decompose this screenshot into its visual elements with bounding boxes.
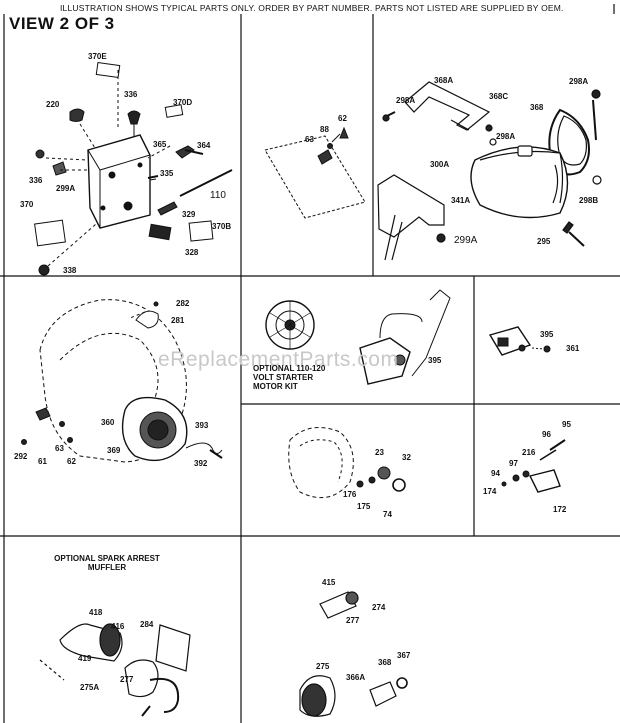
part-label[interactable]: 364 xyxy=(197,141,211,150)
control-box-drawing xyxy=(34,61,233,276)
muffler-caption: OPTIONAL SPARK ARREST MUFFLER xyxy=(52,554,162,572)
part-label[interactable]: 370E xyxy=(88,52,107,61)
part-label[interactable]: 23 xyxy=(375,448,384,457)
caption-line: MUFFLER xyxy=(87,563,127,572)
part-label[interactable]: 370 xyxy=(20,200,34,209)
part-label[interactable]: 94 xyxy=(491,469,500,478)
part-label[interactable]: 298B xyxy=(579,196,599,205)
part-label[interactable]: 61 xyxy=(38,457,47,466)
caption-line: MOTOR KIT xyxy=(253,382,298,391)
part-label[interactable]: 275 xyxy=(316,662,330,671)
part-label[interactable]: 274 xyxy=(372,603,386,612)
starter-kit-caption: OPTIONAL 110-120 VOLT STARTER MOTOR KIT xyxy=(253,364,325,391)
part-label[interactable]: 365 xyxy=(153,140,167,149)
part-label[interactable]: 341A xyxy=(451,196,471,205)
part-label[interactable]: 360 xyxy=(101,418,115,427)
part-label[interactable]: 336 xyxy=(29,176,43,185)
view-title: VIEW 2 OF 3 xyxy=(9,14,115,33)
part-label[interactable]: 369 xyxy=(107,446,121,455)
caption-line: VOLT STARTER xyxy=(253,373,314,382)
part-label[interactable]: 275A xyxy=(80,683,100,692)
part-label[interactable]: 88 xyxy=(320,125,329,134)
part-label[interactable]: 370B xyxy=(212,222,232,231)
part-label[interactable]: 368C xyxy=(489,92,509,101)
part-label[interactable]: 368A xyxy=(434,76,454,85)
part-label[interactable]: 281 xyxy=(171,316,185,325)
exhaust-drawing xyxy=(299,591,408,717)
part-label[interactable]: 415 xyxy=(322,578,336,587)
part-label[interactable]: 96 xyxy=(542,430,551,439)
muffler-drawing xyxy=(39,623,191,717)
switch-drawing xyxy=(488,326,551,356)
part-label[interactable]: 416 xyxy=(111,622,125,631)
header-note: ILLUSTRATION SHOWS TYPICAL PARTS ONLY. O… xyxy=(60,3,564,13)
part-label[interactable]: 335 xyxy=(160,169,174,178)
part-label[interactable]: 277 xyxy=(346,616,360,625)
part-label[interactable]: 299A xyxy=(56,184,76,193)
part-label[interactable]: 282 xyxy=(176,299,190,308)
part-label[interactable]: 97 xyxy=(509,459,518,468)
part-label[interactable]: 95 xyxy=(562,420,571,429)
part-label[interactable]: 370D xyxy=(173,98,193,107)
part-label[interactable]: 74 xyxy=(383,510,392,519)
part-label[interactable]: 277 xyxy=(120,675,134,684)
part-label[interactable]: 174 xyxy=(483,487,497,496)
starter-kit-drawing xyxy=(265,289,451,385)
flywheel-parts-drawing xyxy=(288,427,406,499)
fuel-tank-drawing xyxy=(377,81,602,261)
part-label[interactable]: 393 xyxy=(195,421,209,430)
part-label[interactable]: 361 xyxy=(566,344,580,353)
part-label[interactable]: 329 xyxy=(182,210,196,219)
part-label[interactable]: 328 xyxy=(185,248,199,257)
part-label[interactable]: 220 xyxy=(46,100,60,109)
part-label[interactable]: 62 xyxy=(338,114,347,123)
part-label[interactable]: 63 xyxy=(305,135,314,144)
part-label[interactable]: 292 xyxy=(14,452,28,461)
caption-line: OPTIONAL 110-120 xyxy=(253,364,326,373)
part-label[interactable]: 298A xyxy=(496,132,516,141)
part-label[interactable]: 338 xyxy=(63,266,77,275)
linkage-drawing xyxy=(501,439,566,493)
part-label[interactable]: 367 xyxy=(397,651,411,660)
panel-grid-lines xyxy=(0,4,620,723)
part-label[interactable]: 392 xyxy=(194,459,208,468)
part-label[interactable]: 366A xyxy=(346,673,366,682)
part-label[interactable]: 176 xyxy=(343,490,357,499)
part-label[interactable]: 172 xyxy=(553,505,567,514)
watermark: eReplacementParts.com xyxy=(158,348,399,371)
part-label[interactable]: 216 xyxy=(522,448,536,457)
caption-line: OPTIONAL SPARK ARREST xyxy=(54,554,160,563)
part-label[interactable]: 32 xyxy=(402,453,411,462)
part-label[interactable]: 62 xyxy=(67,457,76,466)
part-label[interactable]: 63 xyxy=(55,444,64,453)
part-label[interactable]: 284 xyxy=(140,620,154,629)
part-label[interactable]: 368 xyxy=(378,658,392,667)
part-label[interactable]: 395 xyxy=(540,330,554,339)
part-label[interactable]: 295 xyxy=(537,237,551,246)
part-label[interactable]: 368 xyxy=(530,103,544,112)
part-label[interactable]: 395 xyxy=(428,356,442,365)
part-label[interactable]: 336 xyxy=(124,90,138,99)
bracket-drawing xyxy=(264,126,366,219)
part-label[interactable]: 298A xyxy=(396,96,416,105)
part-label[interactable]: 418 xyxy=(89,608,103,617)
part-label[interactable]: 419 xyxy=(78,654,92,663)
part-label[interactable]: 300A xyxy=(430,160,450,169)
blower-housing-drawing xyxy=(21,299,223,463)
part-label[interactable]: 110 xyxy=(210,190,226,201)
part-label[interactable]: 299A xyxy=(454,235,478,246)
part-label[interactable]: 298A xyxy=(569,77,589,86)
part-label[interactable]: 175 xyxy=(357,502,371,511)
